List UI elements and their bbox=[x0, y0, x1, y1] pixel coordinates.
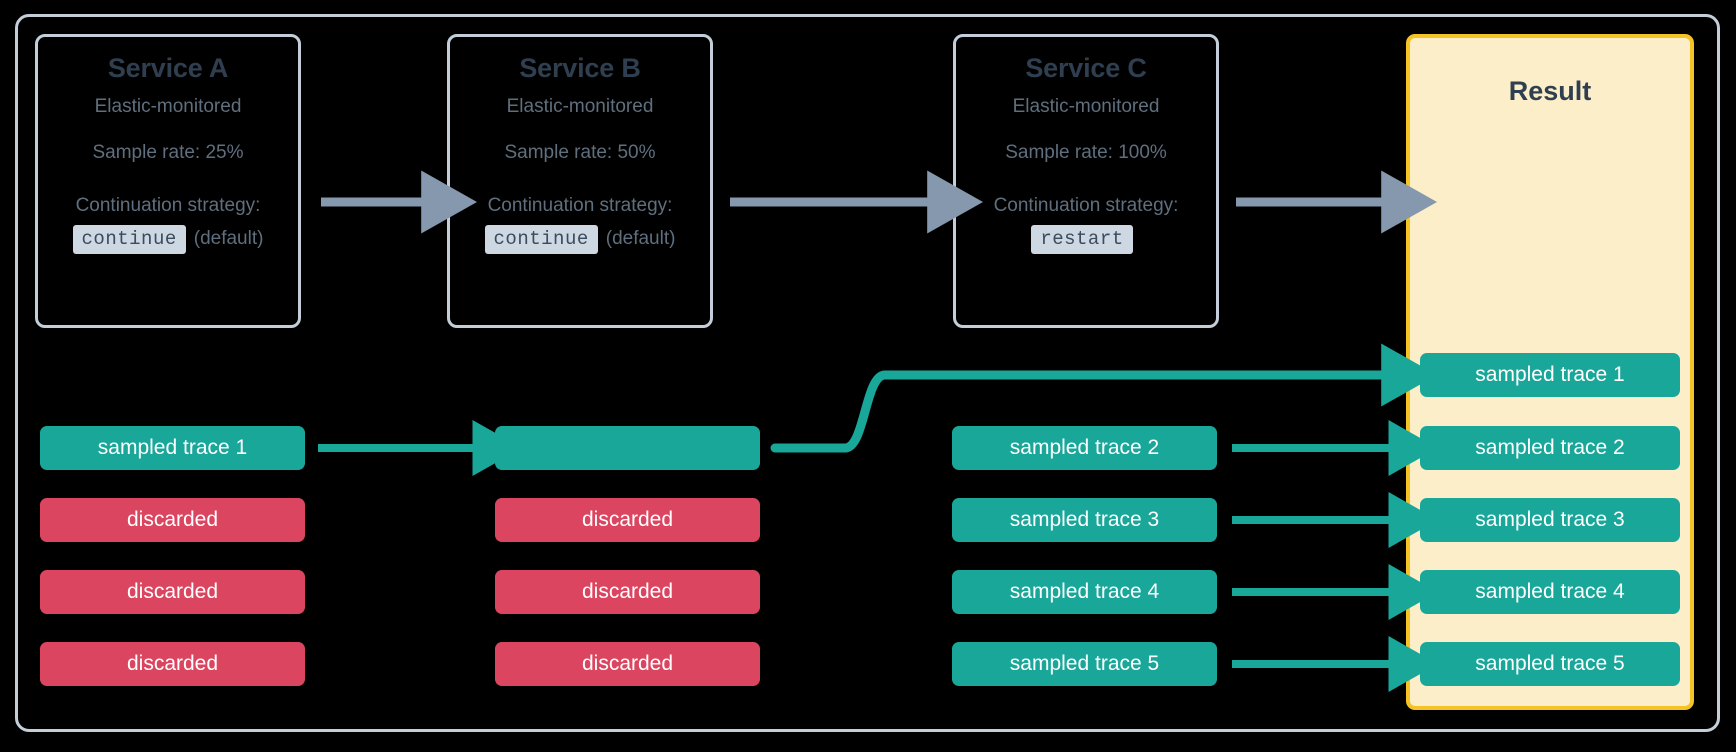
service-c-strategy-line: restart bbox=[1031, 224, 1140, 254]
service-a-strategy-line: continue (default) bbox=[72, 224, 264, 254]
service-a-subtitle: Elastic-monitored bbox=[94, 96, 242, 117]
trace-pill-b-4: discarded bbox=[495, 642, 760, 686]
service-c-subtitle: Elastic-monitored bbox=[1012, 96, 1160, 117]
trace-pill-b-2: discarded bbox=[495, 498, 760, 542]
trace-pill-a-2: discarded bbox=[40, 498, 305, 542]
trace-pill-a-1: sampled trace 1 bbox=[40, 426, 305, 470]
service-a-title: Service A bbox=[107, 53, 229, 83]
trace-pill-b-3: discarded bbox=[495, 570, 760, 614]
service-b-strategy-note: (default) bbox=[605, 228, 676, 249]
service-a-strategy-label: Continuation strategy: bbox=[75, 195, 261, 216]
service-c-strategy-label: Continuation strategy: bbox=[993, 195, 1179, 216]
service-c-sample-rate: Sample rate: 100% bbox=[1005, 142, 1167, 163]
service-b-subtitle: Elastic-monitored bbox=[506, 96, 654, 117]
service-card-a: Service A Elastic-monitored Sample rate:… bbox=[35, 34, 301, 328]
service-card-c: Service C Elastic-monitored Sample rate:… bbox=[953, 34, 1219, 328]
service-a-sample-rate: Sample rate: 25% bbox=[92, 142, 244, 163]
service-b-strategy-label: Continuation strategy: bbox=[487, 195, 673, 216]
service-a-strategy-note: (default) bbox=[193, 228, 264, 249]
trace-pill-result-2: sampled trace 2 bbox=[1420, 426, 1680, 470]
service-b-strategy-chip: continue bbox=[484, 224, 598, 254]
service-c-title: Service C bbox=[1025, 53, 1147, 83]
trace-pill-c-2: sampled trace 3 bbox=[952, 498, 1217, 542]
service-a-strategy-chip: continue bbox=[72, 224, 186, 254]
service-card-b: Service B Elastic-monitored Sample rate:… bbox=[447, 34, 713, 328]
trace-pill-result-1: sampled trace 1 bbox=[1420, 353, 1680, 397]
result-title: Result bbox=[1508, 76, 1592, 106]
trace-pill-a-3: discarded bbox=[40, 570, 305, 614]
service-b-strategy-line: continue (default) bbox=[484, 224, 676, 254]
teal-trace-arrows bbox=[318, 343, 1438, 692]
trace-pill-result-5: sampled trace 5 bbox=[1420, 642, 1680, 686]
trace-pill-c-3: sampled trace 4 bbox=[952, 570, 1217, 614]
trace-pill-a-4: discarded bbox=[40, 642, 305, 686]
trace-pill-c-4: sampled trace 5 bbox=[952, 642, 1217, 686]
trace-pill-result-3: sampled trace 3 bbox=[1420, 498, 1680, 542]
trace-pill-result-4: sampled trace 4 bbox=[1420, 570, 1680, 614]
service-b-sample-rate: Sample rate: 50% bbox=[504, 142, 656, 163]
trace-pill-b-1 bbox=[495, 426, 760, 470]
service-b-title: Service B bbox=[519, 53, 641, 83]
trace-pill-c-1: sampled trace 2 bbox=[952, 426, 1217, 470]
service-c-strategy-chip: restart bbox=[1031, 224, 1133, 254]
